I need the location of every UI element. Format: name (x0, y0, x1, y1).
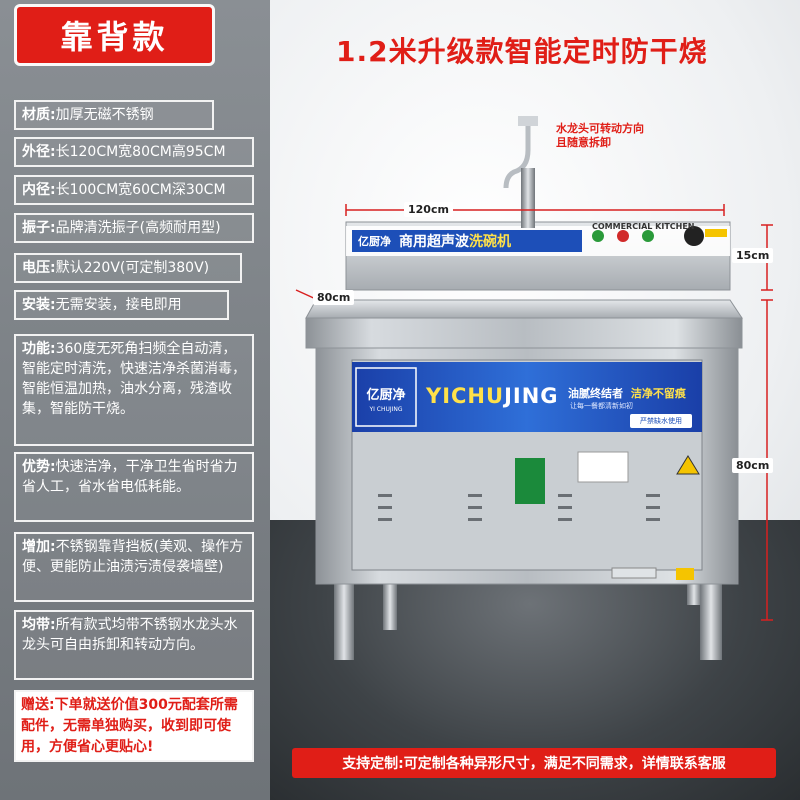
indicator-light (617, 230, 629, 242)
spec-value: 无需安装，接电即用 (55, 297, 182, 313)
caution-sticker (676, 568, 694, 580)
leg (334, 580, 354, 660)
dim-width-label: 120cm (404, 202, 453, 217)
spec-label: 外径: (22, 144, 56, 160)
faucet-note-line-2: 且随意拆卸 (556, 136, 611, 149)
spec-included: 均带:所有款式均带不锈钢水龙头水龙头可自由拆卸和转动方向。 (14, 610, 254, 680)
spec-label: 材质: (22, 107, 56, 123)
safety-sticker (515, 458, 545, 504)
brand-pinyin: YICHUJING (426, 384, 559, 408)
spec-install: 安装:无需安装，接电即用 (14, 290, 229, 320)
spec-label: 安装: (22, 297, 56, 313)
brand-pinyin-main: YICHU (426, 384, 505, 408)
leg (383, 575, 397, 630)
water-warning-tag: 严禁缺水使用 (630, 414, 692, 428)
slogan-part-1: 油腻终结者 (568, 387, 623, 400)
dim-top-label: 15cm (732, 248, 774, 263)
brand-logo-sub: YI CHUJING (369, 406, 403, 413)
spec-label: 电压: (22, 260, 56, 276)
brand-logo-cn: 亿厨净 (366, 388, 406, 403)
spec-advantage: 优势:快速洁净，干净卫生省时省力省人工，省水省电低耗能。 (14, 452, 254, 522)
panel-en-label: COMMERCIAL KITCHEN (592, 222, 695, 231)
product-name: 商用超声波 (399, 234, 469, 250)
panel-logo: 亿厨净 (358, 235, 391, 248)
faucet-spout (503, 120, 531, 189)
warning-label (705, 229, 727, 237)
model-badge: 靠背款 (14, 4, 215, 66)
brand-pinyin-hl: JING (504, 384, 559, 408)
spec-voltage: 电压:默认220V(可定制380V) (14, 253, 242, 283)
sink-rim (305, 299, 743, 319)
spec-function: 功能:360度无死角扫频全自动清，智能定时清洗，快速洁净杀菌消毒，智能恒温加热，… (14, 334, 254, 446)
vent-slots (378, 494, 660, 521)
slogan-part-2: 洁净不留痕 (630, 387, 686, 400)
dim-depth-label: 80cm (313, 290, 355, 305)
spec-label: 功能: (22, 341, 56, 357)
spec-value: 所有款式均带不锈钢水龙头水龙头可自由拆卸和转动方向。 (22, 617, 238, 653)
spec-label: 内径: (22, 182, 56, 198)
spec-label: 振子: (22, 220, 56, 236)
faucet-column (521, 168, 535, 228)
spec-label: 均带: (22, 617, 56, 633)
faucet-handle (518, 116, 538, 126)
indicator-light (592, 230, 604, 242)
spec-value: 不锈钢靠背挡板(美观、操作方便、更能防止油渍污渍侵袭墙壁) (22, 539, 244, 575)
spec-label: 增加: (22, 539, 56, 555)
drain-plate (611, 567, 657, 579)
sink-front-lip (305, 317, 743, 349)
spec-material: 材质:加厚无磁不锈钢 (14, 100, 214, 130)
customization-banner: 支持定制:可定制各种异形尺寸，满足不同需求，详情联系客服 (292, 748, 776, 778)
dim-height-label: 80cm (732, 458, 774, 473)
indicator-light (642, 230, 654, 242)
timer-knob (684, 226, 704, 246)
hazard-sticker (676, 455, 700, 475)
spec-panel: 靠背款 材质:加厚无磁不锈钢 外径:长120CM宽80CM高95CM 内径:长1… (0, 0, 270, 800)
headline: 1.2米升级款智能定时防干烧 (336, 35, 708, 68)
spec-value: 360度无死角扫频全自动清，智能定时清洗，快速洁净杀菌消毒，智能恒温加热，油水分… (22, 341, 246, 417)
spec-value: 长120CM宽80CM高95CM (55, 144, 226, 160)
spec-value: 长100CM宽60CM深30CM (55, 182, 226, 198)
panel-product-title: 亿厨净 商用超声波洗碗机 (352, 230, 582, 252)
faucet-note-line-1: 水龙头可转动方向 (556, 122, 644, 135)
leg (700, 580, 722, 660)
spec-inner-size: 内径:长100CM宽60CM深30CM (14, 175, 254, 205)
spec-value: 快速洁净，干净卫生省时省力省人工，省水省电低耗能。 (22, 459, 238, 495)
slogan-sub: 让每一餐都清新如初 (570, 402, 633, 410)
gift-promo: 赠送:下单就送价值300元配套所需配件，无需单独购买，收到即可使用，方便省心更贴… (14, 690, 254, 762)
slogan: 油腻终结者 洁净不留痕 (568, 385, 686, 401)
faucet-note: 水龙头可转动方向 且随意拆卸 (556, 122, 644, 150)
spec-value: 加厚无磁不锈钢 (55, 107, 154, 123)
spec-addition: 增加:不锈钢靠背挡板(美观、操作方便、更能防止油渍污渍侵袭墙壁) (14, 532, 254, 602)
brand-logo-frame (355, 367, 417, 427)
spec-value: 默认220V(可定制380V) (55, 260, 210, 276)
spec-label: 优势: (22, 459, 56, 475)
spec-value: 品牌清洗振子(高频耐用型) (55, 220, 221, 236)
product-name-highlight: 洗碗机 (469, 234, 511, 250)
warning-sticker (577, 451, 629, 483)
spec-transducer: 振子:品牌清洗振子(高频耐用型) (14, 213, 254, 243)
spec-outer-size: 外径:长120CM宽80CM高95CM (14, 137, 254, 167)
